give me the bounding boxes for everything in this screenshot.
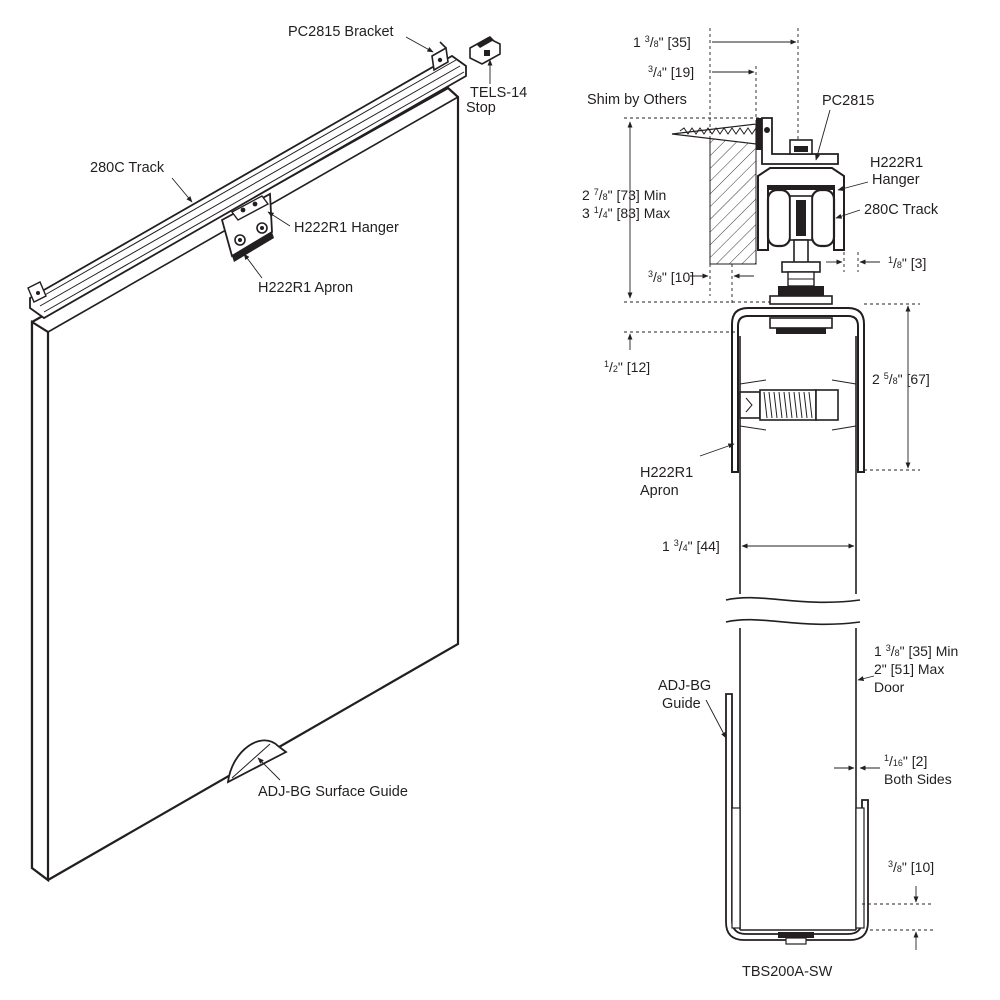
dim-1-16-2: 1/16" [2] [884,753,927,769]
label-adj-bg-guide-line1: ADJ-BG [658,678,711,694]
h222r1-apron-section [731,307,865,473]
label-h222r1-hanger: H222R1 Hanger [294,220,399,236]
dim-both-sides: Both Sides [884,771,952,787]
dim-3-8-10-bottom: 3/8" [10] [888,859,934,875]
track-280c-section [757,167,845,251]
left-isometric-view: PC2815 Bracket TELS-14 Stop 280C Track H… [27,24,527,883]
label-stop: Stop [466,100,496,116]
dim-door-max: 2" [51] Max [874,661,944,677]
dim-min-73: 2 7/8" [73] Min [582,187,666,203]
right-dimension-text: 1 3/8" [35] 3/4" [19] Shim by Others PC2… [582,34,958,980]
pc2815-bracket [431,41,449,72]
dim-1-3-8-35: 1 3/8" [35] [633,34,691,50]
right-section-view: 1 3/8" [35] 3/4" [19] Shim by Others PC2… [582,28,958,980]
through-bolt [739,389,839,421]
label-h222r1-apron-line1: H222R1 [640,465,693,481]
label-280c-track: 280C Track [90,160,165,176]
label-pc2815-bracket: PC2815 Bracket [288,24,394,40]
adj-bg-surface-guide [226,739,288,784]
label-adj-bg-guide-line2: Guide [662,696,701,712]
dim-door-word: Door [874,679,905,695]
track-280c [27,54,467,320]
dim-3-8-10-top: 3/8" [10] [648,269,694,285]
label-pc2815: PC2815 [822,93,874,109]
dim-max-83: 3 1/4" [83] Max [582,205,670,221]
dim-3-4-19: 3/4" [19] [648,64,694,80]
h222r1-hanger-wheels [766,188,836,305]
left-callouts: PC2815 Bracket TELS-14 Stop 280C Track H… [90,24,527,800]
label-model-tbs200a-sw: TBS200A-SW [742,964,833,980]
lag-screw [671,118,762,150]
door-section [725,336,861,931]
label-h222r1-hanger-line1: H222R1 [870,155,923,171]
dim-1-8-3: 1/8" [3] [888,255,926,271]
door-panel [30,86,460,883]
tels14-stop [469,36,501,65]
label-shim-by-others: Shim by Others [587,92,687,108]
adj-bg-guide-section [725,693,869,945]
dim-door-min: 1 3/8" [35] Min [874,643,958,659]
label-280c-track-section: 280C Track [864,202,939,218]
label-adj-bg-surface-guide: ADJ-BG Surface Guide [258,784,408,800]
shim-block [709,137,757,265]
pc2815-section [761,117,839,165]
label-tels14: TELS-14 [470,85,527,101]
h222r1-hanger-apron [220,192,274,262]
dim-1-3-4-44: 1 3/4" [44] [662,538,720,554]
extension-lines [624,28,934,931]
right-leaders [699,109,875,739]
dim-1-2-12: 1/2" [12] [604,359,650,375]
dimension-lines [627,39,919,950]
label-h222r1-apron-line2: Apron [640,483,679,499]
label-h222r1-apron: H222R1 Apron [258,280,353,296]
label-h222r1-hanger-line2: Hanger [872,172,920,188]
dim-2-5-8-67: 2 5/8" [67] [872,371,930,387]
